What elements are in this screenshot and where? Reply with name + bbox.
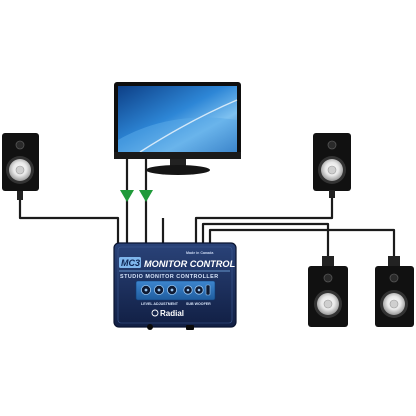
cable-left-speaker xyxy=(18,200,120,244)
made-in-text: Made in Canada xyxy=(186,251,214,255)
signal-arrows xyxy=(120,190,153,202)
cable-bottom-right-speaker xyxy=(208,228,396,262)
monitor-controller-device: Made in Canada MC3 MONITOR CONTROL STUDI… xyxy=(113,242,237,330)
model-badge xyxy=(119,257,141,268)
arrow-down-right-icon xyxy=(139,190,153,202)
arrow-down-left-icon xyxy=(120,190,134,202)
brand-logo-icon xyxy=(151,309,159,317)
headphone-jack-icon xyxy=(147,324,153,330)
speaker-right xyxy=(313,133,351,198)
sub-switch xyxy=(205,284,211,296)
level-knobs xyxy=(140,284,177,295)
sub-knobs xyxy=(183,285,204,295)
monitor-chin xyxy=(114,152,241,159)
sub-label: SUB WOOFER xyxy=(186,302,211,306)
computer-monitor xyxy=(114,82,241,175)
speaker-left xyxy=(2,133,39,200)
level-label: LEVEL ADJUSTMENT xyxy=(141,302,179,306)
brand-text: Radial xyxy=(160,309,184,318)
monitor-stand xyxy=(146,165,210,175)
cable-bottom-mid-speaker xyxy=(201,222,330,262)
speaker-bottom-right xyxy=(375,256,414,327)
cable-top-right-speaker xyxy=(194,196,334,244)
subtitle-text: STUDIO MONITOR CONTROLLER xyxy=(120,274,219,280)
speaker-bottom-middle xyxy=(308,256,348,327)
monitor-neck xyxy=(170,159,186,166)
product-name-text: MONITOR CONTROL xyxy=(144,259,236,269)
cable-group xyxy=(18,158,396,262)
model-text: MC3 xyxy=(121,258,140,268)
